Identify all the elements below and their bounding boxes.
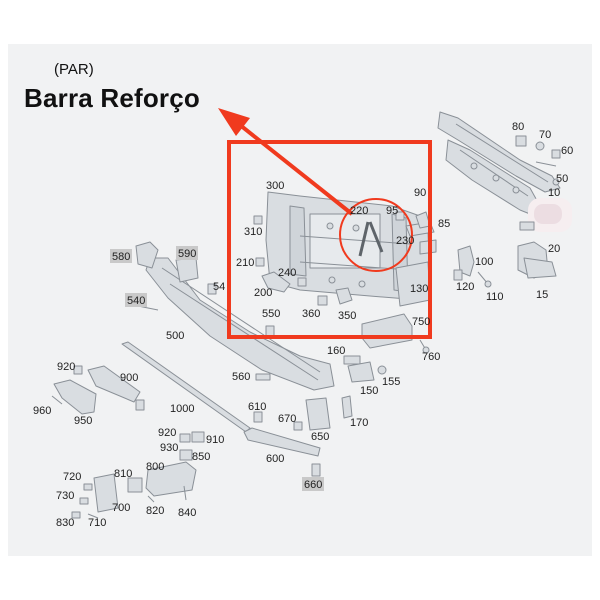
part-label-550: 550 xyxy=(262,308,280,320)
right-brackets xyxy=(453,241,557,288)
part-label-95: 95 xyxy=(386,205,398,217)
part-label-210: 210 xyxy=(236,257,254,269)
part-label-800: 800 xyxy=(146,461,164,473)
small-brackets xyxy=(179,431,205,461)
fasteners-upper-right xyxy=(515,135,561,231)
part-label-500: 500 xyxy=(166,330,184,342)
reinforcement-bar xyxy=(358,221,384,257)
part-label-840: 840 xyxy=(178,507,196,519)
fasteners-center xyxy=(253,211,405,306)
part-label-920-b: 920 xyxy=(158,427,176,439)
left-bracket-group xyxy=(51,365,145,415)
part-labels: 80 70 60 50 10 90 85 20 15 100 120 110 1… xyxy=(33,121,573,529)
part-label-950: 950 xyxy=(74,415,92,427)
part-label-540: 540 xyxy=(127,295,145,307)
parts-artwork xyxy=(51,111,572,519)
part-label-85: 85 xyxy=(438,218,450,230)
part-label-200: 200 xyxy=(254,287,272,299)
part-label-830: 830 xyxy=(56,517,74,529)
part-label-1000: 1000 xyxy=(170,403,194,415)
part-label-710: 710 xyxy=(88,517,106,529)
part-label-850: 850 xyxy=(192,451,210,463)
highlight-box xyxy=(227,140,432,339)
part-label-720: 720 xyxy=(63,471,81,483)
part-label-650: 650 xyxy=(311,431,329,443)
part-label-360: 360 xyxy=(302,308,320,320)
part-label-670: 670 xyxy=(278,413,296,425)
part-label-900: 900 xyxy=(120,372,138,384)
part-label-730: 730 xyxy=(56,490,74,502)
part-label-150: 150 xyxy=(360,385,378,397)
part-label-130: 130 xyxy=(410,283,428,295)
upper-cross-beam xyxy=(437,111,561,215)
highlight-circle xyxy=(339,198,413,272)
bracket-750 xyxy=(361,313,430,354)
part-label-170: 170 xyxy=(350,417,368,429)
part-label-760: 760 xyxy=(422,351,440,363)
part-label-910: 910 xyxy=(206,434,224,446)
part-label-100: 100 xyxy=(475,256,493,268)
part-label-350: 350 xyxy=(338,310,356,322)
part-label-310: 310 xyxy=(244,226,262,238)
part-label-80: 80 xyxy=(512,121,524,133)
part-label-15: 15 xyxy=(536,289,548,301)
label-box-540 xyxy=(125,293,147,307)
part-label-820: 820 xyxy=(146,505,164,517)
part-label-10: 10 xyxy=(548,187,560,199)
part-label-220: 220 xyxy=(350,205,368,217)
part-label-110: 110 xyxy=(486,291,504,303)
part-label-60: 60 xyxy=(561,145,573,157)
part-label-700: 700 xyxy=(112,502,130,514)
part-label-560: 560 xyxy=(232,371,250,383)
part-label-70: 70 xyxy=(539,129,551,141)
absorber-bar-1000 xyxy=(121,341,251,433)
label-box-580 xyxy=(110,249,132,263)
part-label-300: 300 xyxy=(266,180,284,192)
sensor-bracket-group xyxy=(127,461,197,503)
part-label-810: 810 xyxy=(114,468,132,480)
part-label-580: 580 xyxy=(112,251,130,263)
lower-left-group xyxy=(71,473,119,519)
bumper-beam-500 xyxy=(145,257,335,391)
part-label-155: 155 xyxy=(382,376,400,388)
part-label-120: 120 xyxy=(456,281,474,293)
part-label-610: 610 xyxy=(248,401,266,413)
pointer-arrow-shaft xyxy=(238,123,354,216)
part-title: Barra Reforço xyxy=(24,83,200,113)
diagram-background xyxy=(8,44,592,556)
part-label-660: 660 xyxy=(304,479,322,491)
part-label-54: 54 xyxy=(213,281,225,293)
part-label-600: 600 xyxy=(266,453,284,465)
part-label-590: 590 xyxy=(178,248,196,260)
lower-fasteners xyxy=(253,355,387,431)
pointer-arrowhead xyxy=(218,108,250,136)
part-660-piece xyxy=(311,463,321,477)
label-box-660 xyxy=(302,477,324,491)
part-label-230: 230 xyxy=(396,235,414,247)
part-label-920: 920 xyxy=(57,361,75,373)
label-box-590 xyxy=(176,246,198,260)
front-carrier xyxy=(265,191,437,307)
part-label-90: 90 xyxy=(414,187,426,199)
part-label-240: 240 xyxy=(278,267,296,279)
part-label-20: 20 xyxy=(548,243,560,255)
part-label-50: 50 xyxy=(556,173,568,185)
part-label-750: 750 xyxy=(412,316,430,328)
part-label-930: 930 xyxy=(160,442,178,454)
part-label-960: 960 xyxy=(33,405,51,417)
part-label-160: 160 xyxy=(327,345,345,357)
pair-note: (PAR) xyxy=(54,61,94,78)
lower-strip-600 xyxy=(243,427,321,457)
